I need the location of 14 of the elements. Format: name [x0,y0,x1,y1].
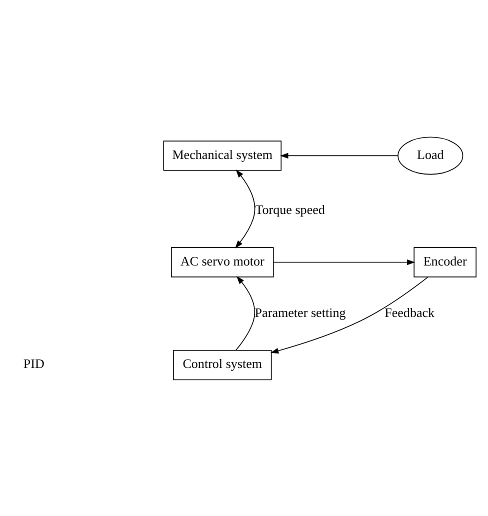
arrow [270,276,428,354]
edge-label: Parameter setting [254,304,346,320]
label: PID [23,356,44,371]
arrow [235,169,256,248]
node-box: Control system [173,349,272,380]
arrow [235,276,256,350]
node-box: Encoder [414,246,476,277]
node-box: Mechanical system [163,140,282,170]
edge-label: Torque speed [255,201,325,216]
node-box: AC servo motor [171,246,274,277]
arrow [273,258,416,265]
edge-label: Feedback [384,304,435,320]
node-ellipse: Load [398,136,464,174]
arrow [280,152,398,158]
